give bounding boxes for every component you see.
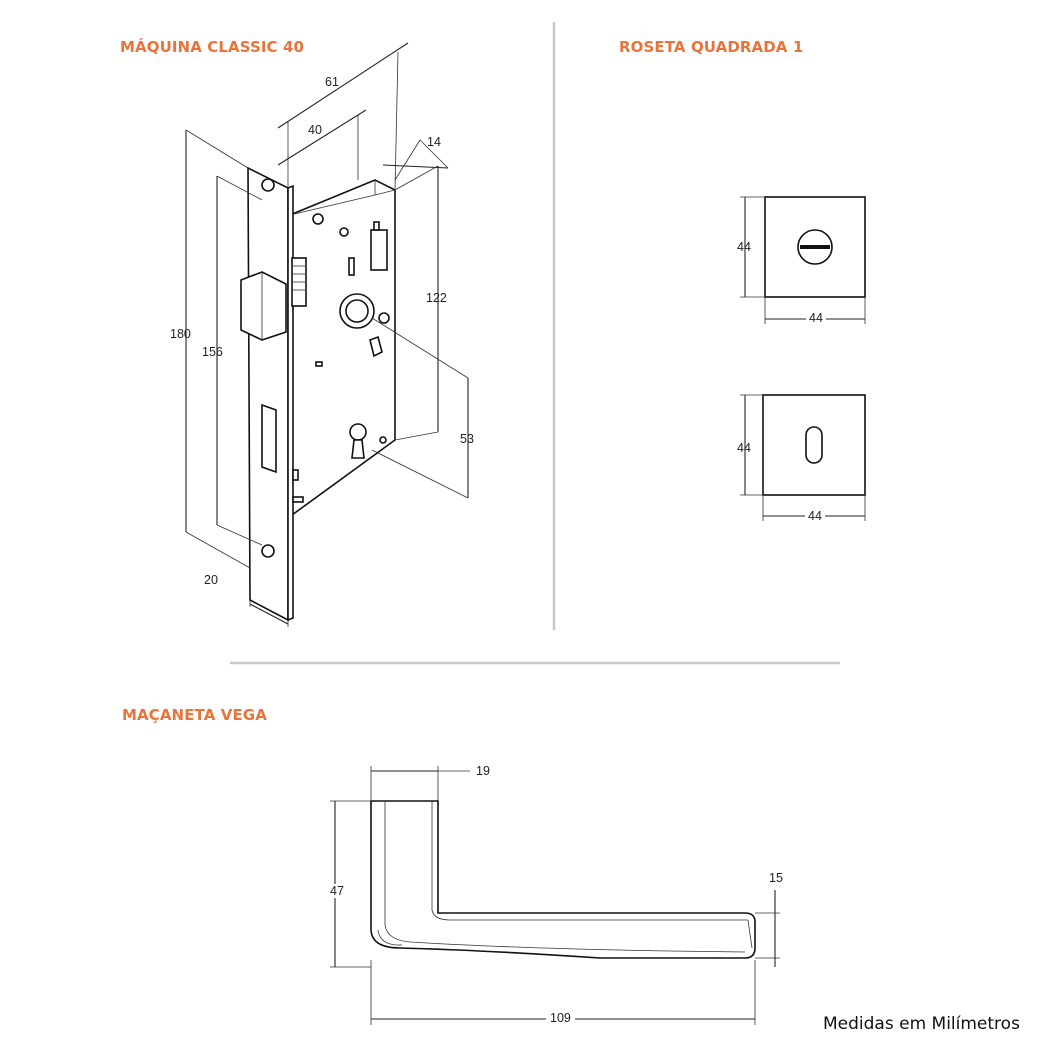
screw-hole-top bbox=[261, 178, 275, 192]
handle-lever bbox=[370, 800, 756, 959]
dim-40: 40 bbox=[308, 123, 322, 137]
rosette-top bbox=[740, 196, 866, 324]
dim-122: 122 bbox=[426, 291, 447, 305]
deadbolt-slot bbox=[261, 403, 277, 474]
rosette-bottom-height: 44 bbox=[737, 441, 751, 455]
lock-dimensions bbox=[185, 42, 469, 627]
screw-hole-bottom bbox=[261, 544, 275, 558]
rosette-bottom-width: 44 bbox=[805, 509, 825, 523]
dim-14: 14 bbox=[427, 135, 441, 149]
units-footer-note: Medidas em Milímetros bbox=[823, 1014, 1020, 1034]
keyhole bbox=[349, 423, 367, 441]
handle-dim-47: 47 bbox=[328, 884, 346, 898]
lock-section-title: MÁQUINA CLASSIC 40 bbox=[120, 38, 305, 56]
rosette-bottom bbox=[740, 394, 866, 521]
dim-53: 53 bbox=[460, 432, 474, 446]
handle-dim-109: 109 bbox=[546, 1011, 575, 1025]
rosette-top-width: 44 bbox=[806, 311, 826, 325]
handle-dim-19: 19 bbox=[476, 764, 490, 778]
handle-section-title: MAÇANETA VEGA bbox=[122, 706, 267, 724]
faceplate-edge bbox=[287, 184, 294, 622]
handle-drawing bbox=[330, 766, 780, 1025]
dim-20: 20 bbox=[204, 573, 218, 587]
dim-180: 180 bbox=[170, 327, 191, 341]
rosette-top-height: 44 bbox=[737, 240, 751, 254]
dim-156: 156 bbox=[202, 345, 223, 359]
handle-dim-15: 15 bbox=[769, 871, 783, 885]
keyhole-slot-icon bbox=[805, 426, 823, 464]
latch-bolt bbox=[240, 271, 287, 341]
privacy-lever bbox=[370, 229, 388, 271]
lock-mortise-drawing bbox=[240, 166, 396, 622]
dim-61: 61 bbox=[325, 75, 339, 89]
rosette-section-title: ROSETA QUADRADA 1 bbox=[619, 38, 804, 56]
